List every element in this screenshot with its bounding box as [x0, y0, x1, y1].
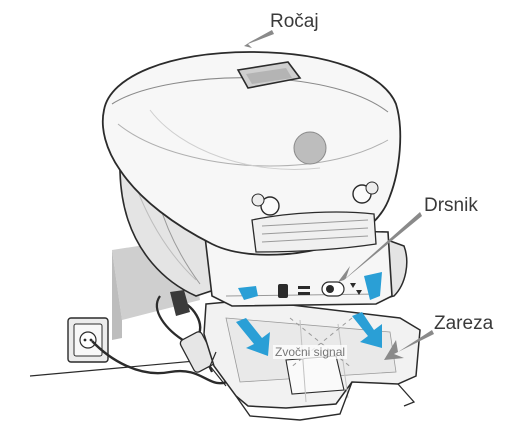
- top-button: [294, 132, 326, 164]
- front-grille: [252, 212, 376, 252]
- handle-callout-arrow: [244, 30, 274, 48]
- wall-socket: [68, 318, 108, 362]
- caddy-base: [204, 300, 420, 420]
- notch-label: Zareza: [434, 314, 493, 333]
- slider-knob: [326, 285, 334, 293]
- handle-label: Ročaj: [270, 12, 319, 31]
- beep-label: Zvočni signal: [273, 345, 347, 359]
- slider-label: Drsnik: [424, 196, 478, 215]
